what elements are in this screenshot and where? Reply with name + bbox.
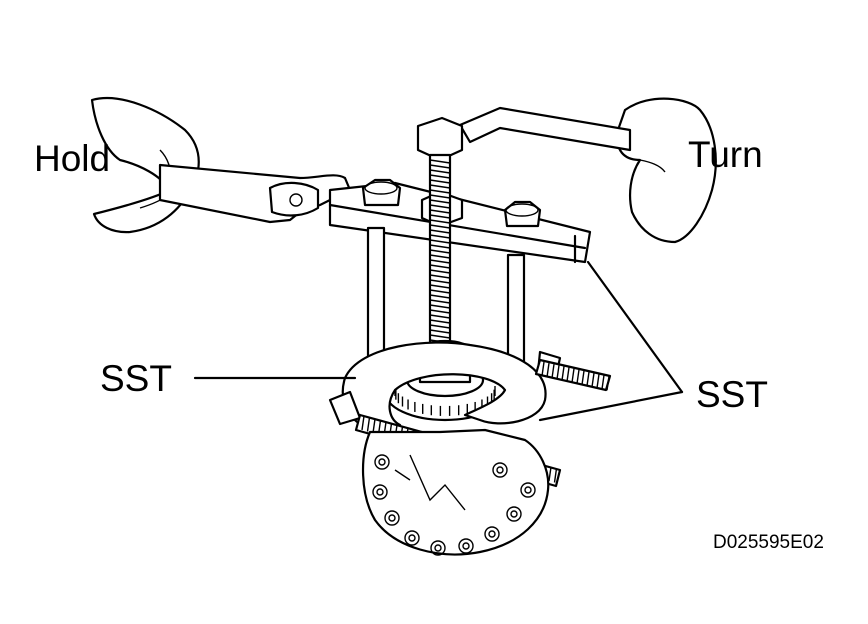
- case-hole-inner: [524, 486, 532, 494]
- bolt-thread: [361, 415, 365, 431]
- crossbar-bolts: [361, 178, 542, 228]
- screw-thread: [429, 269, 451, 274]
- bolt-thread: [551, 364, 555, 379]
- differential-case: [362, 428, 550, 556]
- bolt-thread: [576, 369, 580, 384]
- screw-thread: [429, 294, 451, 299]
- sst-label-left: SST: [100, 358, 172, 399]
- bolt-thread: [541, 361, 545, 377]
- leader-line-right-sst-bottom: [538, 390, 684, 422]
- screw-thread: [429, 284, 451, 289]
- turn-label: Turn: [688, 134, 763, 175]
- bolt-thread: [553, 468, 558, 483]
- case-hole: [492, 462, 508, 478]
- hold-label: Hold: [34, 138, 111, 179]
- case-hole: [506, 506, 522, 522]
- case-hole: [384, 510, 400, 526]
- bolt-thread: [586, 371, 590, 386]
- case-hole-inner: [408, 534, 416, 542]
- bolt-thread: [566, 367, 570, 382]
- screw-thread: [429, 274, 451, 279]
- screw-thread: [429, 304, 451, 309]
- bolt-thread: [366, 417, 371, 432]
- screw-thread: [429, 319, 451, 324]
- case-hole: [458, 538, 474, 554]
- screw-thread: [429, 169, 451, 174]
- screw-thread: [429, 204, 451, 209]
- adjustable-wrench: [158, 163, 352, 224]
- bolt-thread: [556, 365, 560, 380]
- bolt-thread: [581, 370, 585, 385]
- screw-thread: [429, 179, 451, 184]
- screw-thread: [429, 314, 451, 319]
- case-hole: [520, 482, 536, 498]
- screw-thread: [429, 229, 451, 234]
- case-hole: [374, 454, 390, 470]
- case-hole-inner: [378, 458, 386, 466]
- screw-thread: [429, 234, 451, 239]
- case-hole: [430, 540, 446, 556]
- center-screw: [428, 153, 452, 357]
- case-hole-inner: [496, 466, 504, 474]
- bolt-thread: [606, 376, 610, 391]
- bolt-thread: [571, 368, 575, 383]
- screw-thread: [429, 219, 451, 224]
- screw-thread: [429, 199, 451, 204]
- bolt-thread: [546, 363, 550, 378]
- screw-thread: [429, 309, 451, 314]
- bolt-thread: [596, 374, 600, 389]
- screw-thread: [429, 189, 451, 194]
- case-hole-inner: [376, 488, 384, 496]
- bolt-thread: [561, 366, 565, 381]
- case-hole: [484, 526, 500, 542]
- screw-thread: [429, 264, 451, 269]
- screw-thread: [429, 159, 451, 164]
- case-hole-inner: [462, 542, 470, 550]
- sst-label-right: SST: [696, 374, 768, 415]
- t-bar-handle: [458, 106, 632, 152]
- bolt-thread: [548, 466, 552, 482]
- screw-thread: [429, 209, 451, 214]
- bolt-thread: [591, 372, 595, 388]
- screw-thread: [429, 164, 451, 169]
- bolt-thread: [372, 418, 376, 434]
- case-hole: [404, 530, 420, 546]
- leader-line-right-sst-top: [586, 260, 684, 394]
- screw-thread: [429, 259, 451, 264]
- screw-thread: [429, 244, 451, 249]
- screw-thread: [429, 289, 451, 294]
- case-hole-inner: [388, 514, 396, 522]
- case-hole-inner: [434, 544, 442, 552]
- screw-thread: [429, 334, 451, 339]
- case-hole-inner: [510, 510, 518, 518]
- bolt-thread: [601, 375, 605, 390]
- screw-thread: [429, 249, 451, 254]
- case-hole-inner: [488, 530, 496, 538]
- screw-thread: [429, 329, 451, 334]
- figure-code: D025595E02: [713, 532, 824, 553]
- screw-thread: [429, 299, 451, 304]
- case-hole: [372, 484, 388, 500]
- screw-thread: [429, 279, 451, 284]
- screw-thread: [429, 214, 451, 219]
- screw-thread: [429, 194, 451, 199]
- screw-thread: [429, 254, 451, 259]
- leader-lines: [193, 260, 684, 422]
- screw-thread: [429, 324, 451, 329]
- screw-thread: [429, 239, 451, 244]
- screw-thread: [429, 184, 451, 189]
- right-hand: [616, 97, 717, 244]
- screw-thread: [429, 174, 451, 179]
- screw-thread: [429, 224, 451, 229]
